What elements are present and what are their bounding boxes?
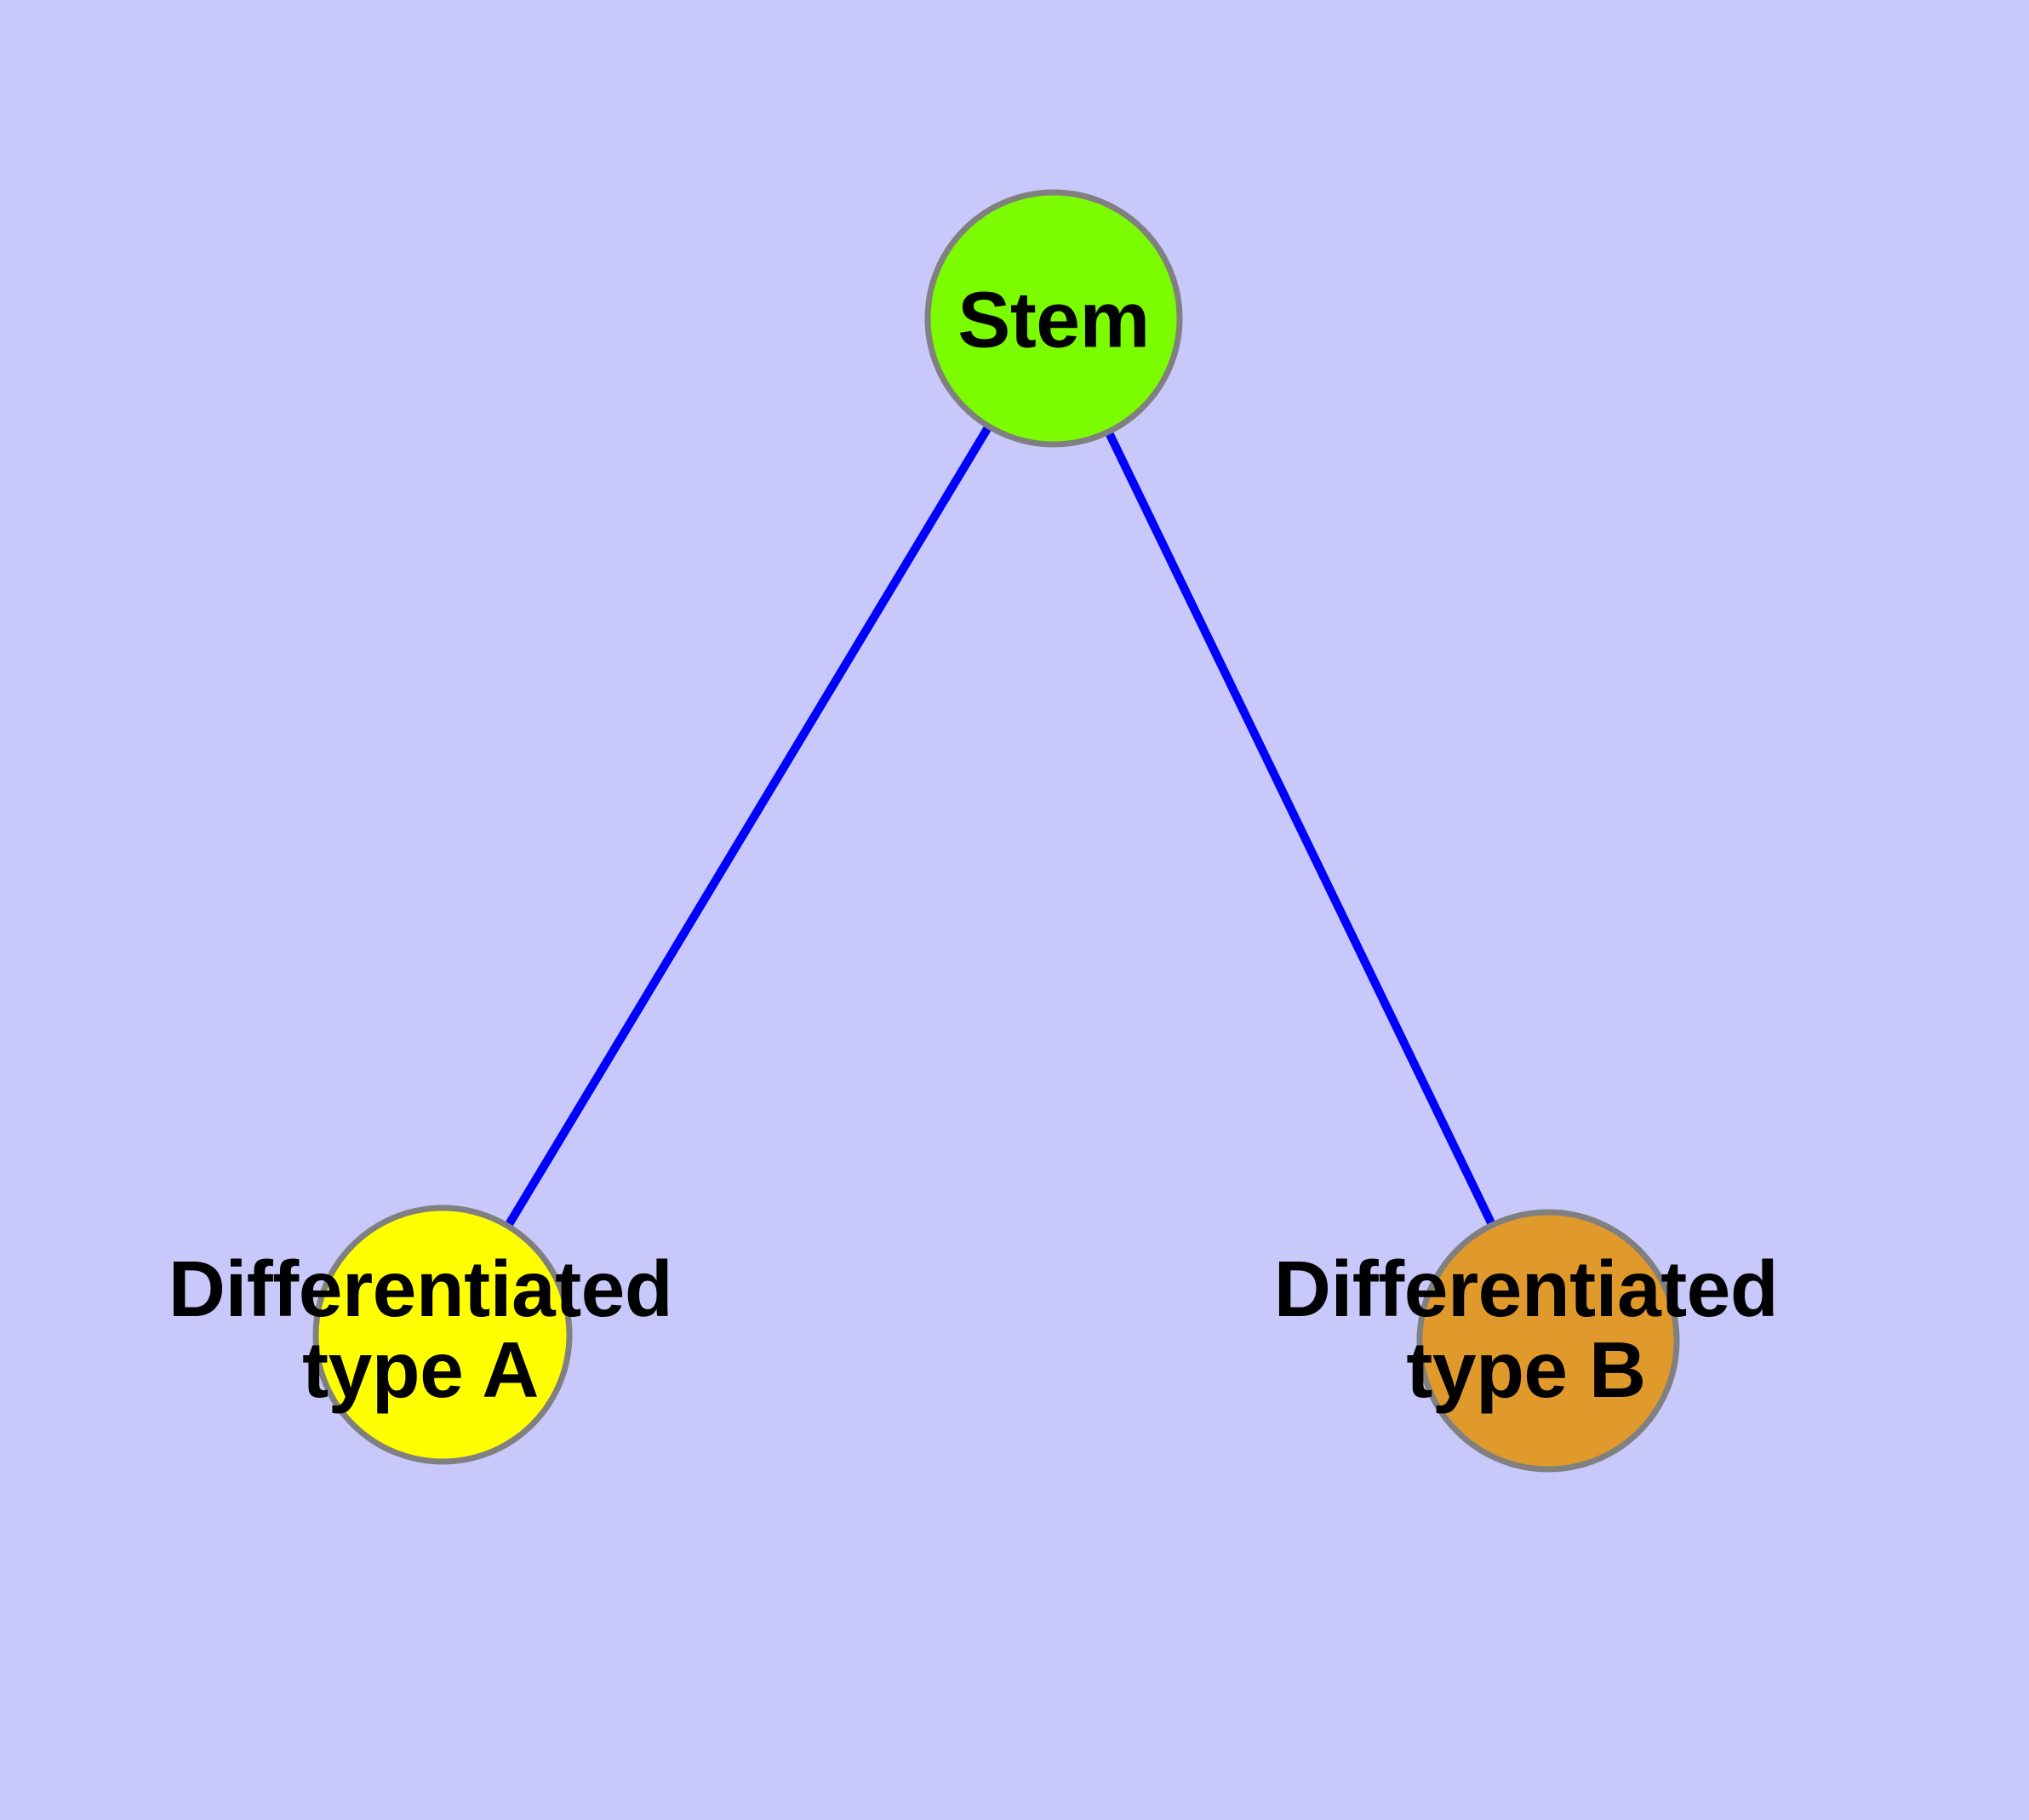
node-circle-diff_b[interactable]	[1416, 1209, 1680, 1473]
edges-layer	[438, 316, 1552, 1343]
edge-stem-diff-b[interactable]	[1049, 316, 1552, 1343]
nodes-layer	[312, 189, 1680, 1473]
node-circle-diff_a[interactable]	[312, 1205, 573, 1465]
edge-stem-diff-a[interactable]	[438, 316, 1058, 1337]
node-circle-stem[interactable]	[924, 189, 1183, 448]
